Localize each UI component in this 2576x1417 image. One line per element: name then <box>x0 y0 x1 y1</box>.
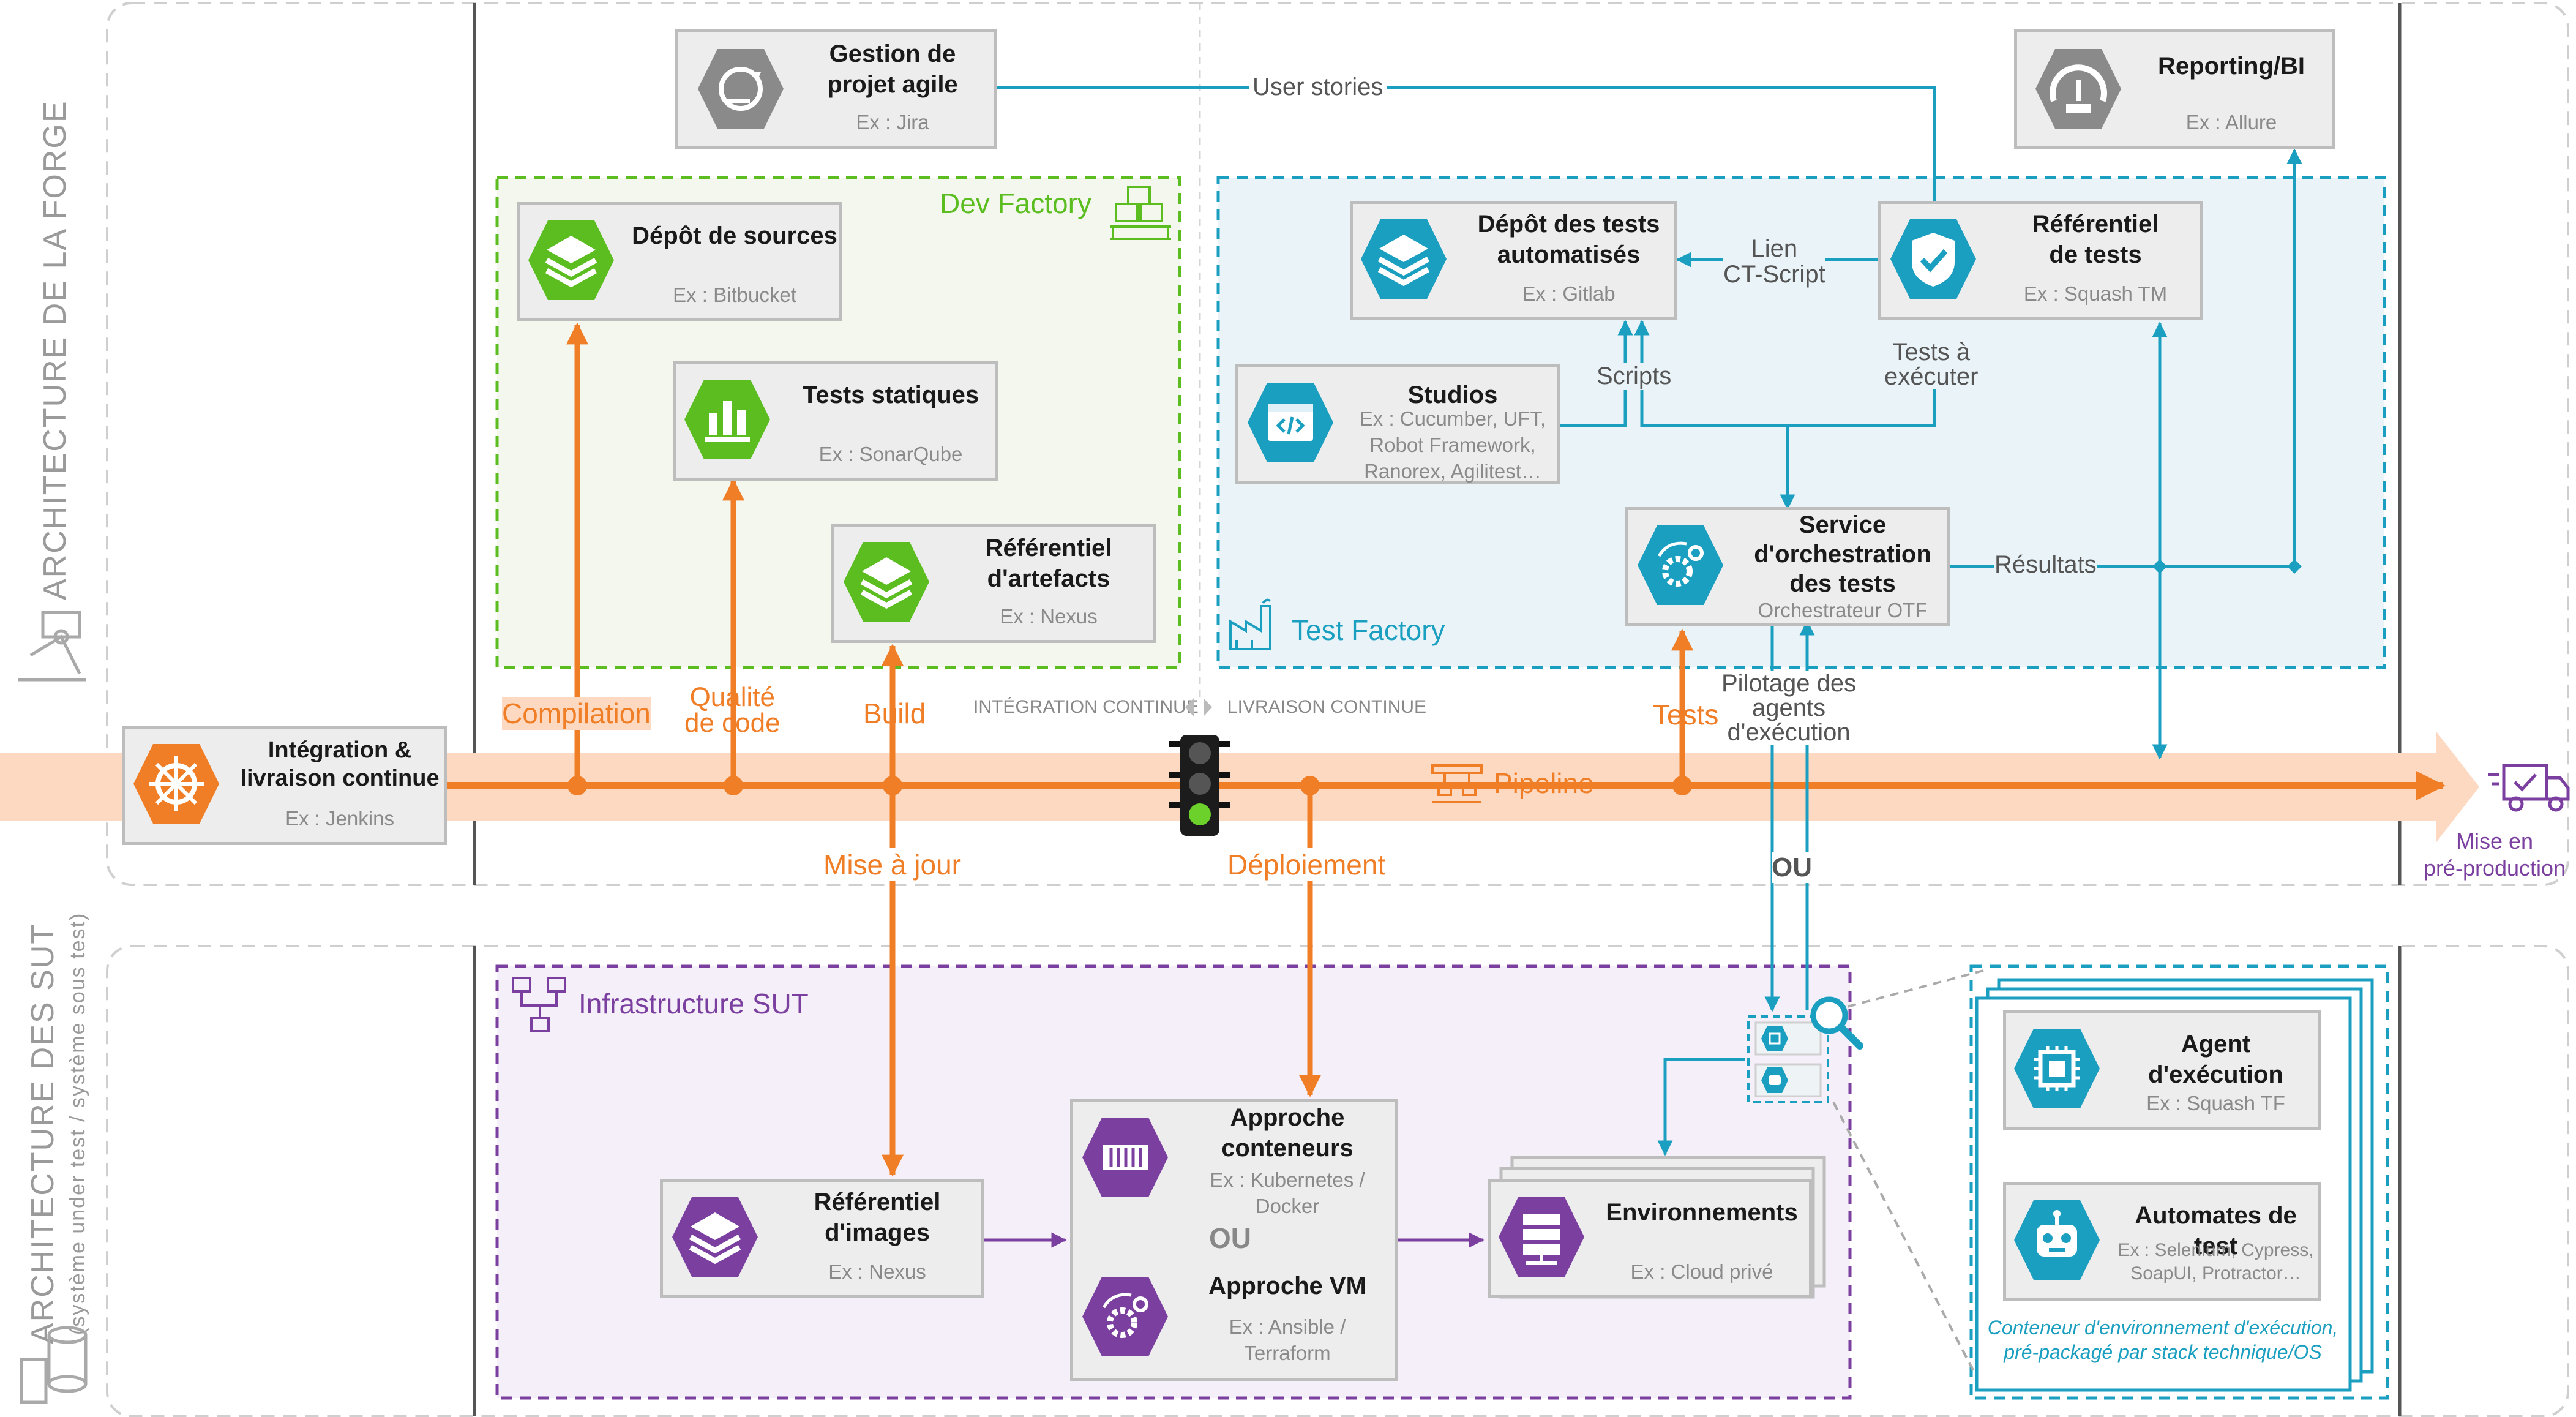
card-title: Service d'orchestration des tests <box>1754 511 1931 597</box>
traffic-light-icon <box>1169 735 1230 836</box>
deploiement-label: Déploiement <box>1227 848 1386 881</box>
agent-zone <box>1969 964 2389 1400</box>
card-title: Gestion de projet agile <box>827 40 958 98</box>
lien-label: Lien CT-Script <box>1723 235 1825 288</box>
mise-a-jour-label: Mise à jour <box>823 848 961 881</box>
resultats-label: Résultats <box>1994 551 2097 579</box>
card-example: Ex : Cloud privé <box>1630 1260 1773 1283</box>
sync-icon <box>698 49 784 129</box>
layers-icon <box>1361 219 1447 299</box>
scripts-label: Scripts <box>1597 363 1672 390</box>
card-title: Dépôt de sources <box>632 222 837 249</box>
user-stories-label: User stories <box>1249 73 1387 101</box>
mise-en-prod-label: Mise en pré-production <box>2423 829 2566 881</box>
network-icon <box>512 977 566 1032</box>
card-ref-tests: Référentiel de tests Ex : Squash TM <box>1878 201 2203 320</box>
integration-continue-label: INTÉGRATION CONTINUE <box>973 697 1199 717</box>
card-example: Ex : Allure <box>2185 111 2277 133</box>
ou-infra-label: OU <box>1209 1222 1251 1254</box>
compilation-label: Compilation <box>502 697 651 730</box>
shield-check-icon <box>1890 219 1976 299</box>
tests-a-executer-label: Tests à exécuter <box>1884 339 1979 390</box>
card-example: Ex : Nexus <box>828 1260 926 1283</box>
magnifier-icon <box>1810 996 1863 1050</box>
factory-icon <box>1229 598 1271 650</box>
card-example: Ex : Selenium, Cypress, SoapUI, Protract… <box>2117 1240 2314 1284</box>
card-title: Référentiel de tests <box>2032 211 2159 268</box>
card-title: Dépôt des tests automatisés <box>1477 211 1660 268</box>
build-label: Build <box>863 697 926 729</box>
gear-network-icon <box>1638 525 1723 605</box>
card-example-vm: Ex : Ansible / Terraform <box>1229 1315 1346 1364</box>
server-stack-icon <box>1082 1118 1168 1197</box>
card-example-conteneurs: Ex : Kubernetes / Docker <box>1210 1168 1365 1217</box>
forge-section-frame <box>106 2 2569 886</box>
card-title-vm: Approche VM <box>1208 1272 1366 1299</box>
split-arrows <box>1185 698 1212 716</box>
ou-sut-label: OU <box>1772 852 1812 883</box>
sut-section-title: ARCHITECTURE DES SUT <box>25 923 61 1344</box>
infra-sut-title: Infrastructure SUT <box>578 988 809 1020</box>
card-example: Ex : Bitbucket <box>673 284 796 306</box>
card-example: Ex : Nexus <box>1000 605 1098 628</box>
pilotage-label: Pilotage des agents d'exécution <box>1721 670 1857 746</box>
card-title: Automates de test <box>2135 1202 2297 1260</box>
qualite-label: Qualité de code <box>684 682 781 738</box>
card-example: Ex : Cucumber, UFT, Robot Framework, Ran… <box>1359 407 1546 483</box>
sut-section-subtitle: (système under test / système sous test) <box>66 912 89 1335</box>
robot-icon <box>2014 1200 2100 1280</box>
ship-wheel-icon <box>133 744 219 824</box>
card-title: Référentiel d'artefacts <box>985 535 1112 592</box>
gauge-icon <box>2035 49 2121 129</box>
card-title: Studios <box>1407 382 1498 408</box>
robot-icon <box>1761 1067 1788 1093</box>
livraison-continue-label: LIVRAISON CONTINUE <box>1227 697 1427 717</box>
bar-chart-icon <box>684 380 770 459</box>
card-title: Environnements <box>1606 1199 1798 1226</box>
gear-cycle-icon <box>1082 1277 1168 1356</box>
card-title: Intégration & livraison continue <box>240 737 440 791</box>
chip-icon <box>2014 1029 2100 1108</box>
code-window-icon <box>1248 383 1333 462</box>
layers-icon <box>528 220 614 300</box>
robot-arm-icon <box>18 611 86 682</box>
tests-label: Tests <box>1653 699 1719 731</box>
layers-icon <box>672 1197 758 1277</box>
card-title-conteneurs: Approche conteneurs <box>1221 1104 1354 1162</box>
container-note: Conteneur d'environnement d'exécution, p… <box>1987 1317 2338 1363</box>
card-example: Ex : Jira <box>856 111 929 133</box>
card-example: Ex : Squash TF <box>2146 1092 2285 1114</box>
card-title: Référentiel d'images <box>814 1189 941 1246</box>
boxes-icon <box>1110 186 1171 240</box>
card-example: Ex : Squash TM <box>2023 282 2168 305</box>
chip-icon <box>1761 1026 1788 1051</box>
truck-icon <box>2488 764 2570 812</box>
card-title: Agent d'exécution <box>2148 1031 2283 1088</box>
robot-arm-icon <box>1431 764 1483 803</box>
layers-icon <box>844 542 929 622</box>
dev-factory-title: Dev Factory <box>940 187 1091 219</box>
server-stack-icon <box>1499 1197 1584 1277</box>
pipeline-label: Pipeline <box>1494 767 1594 799</box>
test-factory-title: Test Factory <box>1292 614 1445 646</box>
card-example: Orchestrateur OTF <box>1758 599 1928 622</box>
card-example: Ex : Jenkins <box>285 807 394 830</box>
card-title: Tests statiques <box>802 382 979 408</box>
forge-section-title: ARCHITECTURE DE LA FORGE <box>37 100 73 600</box>
card-example: Ex : SonarQube <box>818 443 963 465</box>
server-stack-icon <box>20 1326 88 1404</box>
card-title: Reporting/BI <box>2158 53 2305 80</box>
card-example: Ex : Gitlab <box>1522 282 1616 305</box>
